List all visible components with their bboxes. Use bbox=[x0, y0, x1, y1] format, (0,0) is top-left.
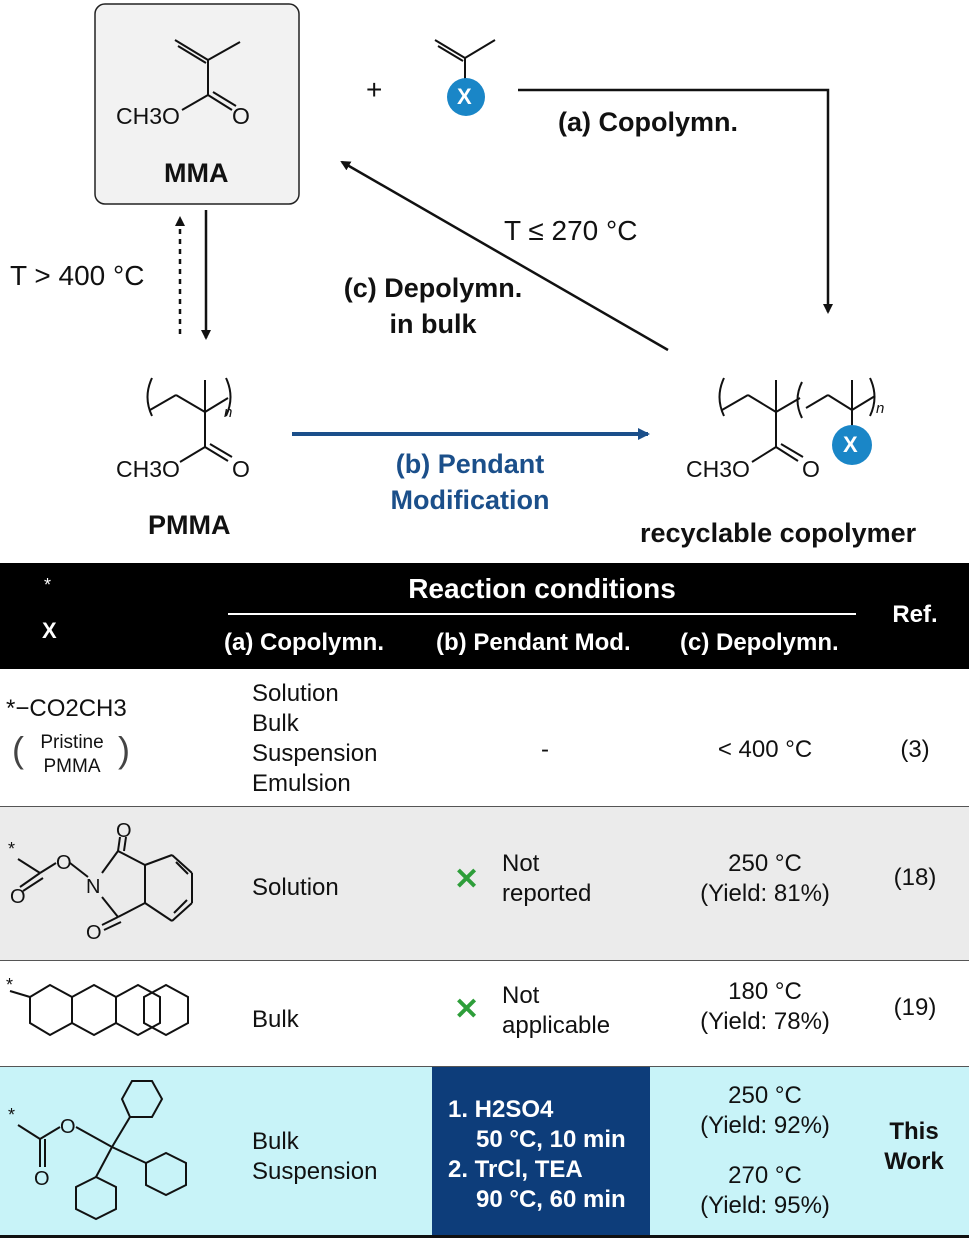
mma-structure bbox=[174, 39, 241, 111]
pmma-ch3o-label: CH3O bbox=[116, 456, 180, 482]
arrow-depolymn bbox=[340, 160, 669, 352]
svg-text:O: O bbox=[60, 1116, 76, 1138]
row1-ref: (3) bbox=[900, 736, 930, 763]
row1-pendant: - bbox=[541, 736, 549, 763]
arrow-depolymn-label: (c) Depolymn. in bulk bbox=[343, 273, 523, 339]
row1-substituent: *−CO2CH3 bbox=[6, 695, 127, 722]
row3-ref: (19) bbox=[893, 994, 937, 1021]
header-reaction-conditions: Reaction conditions bbox=[408, 573, 676, 604]
mma-pmma-temp-label: T > 400 °C bbox=[10, 260, 145, 291]
row3-copolymn: Bulk bbox=[252, 1006, 299, 1033]
svg-text:O: O bbox=[116, 820, 132, 842]
header-col-pendant: (b) Pendant Mod. bbox=[436, 629, 631, 656]
row3-substituent-structure: * bbox=[6, 975, 189, 1037]
svg-text:O: O bbox=[10, 886, 26, 908]
mma-box bbox=[94, 3, 300, 205]
arrow-copolymn bbox=[518, 88, 833, 314]
row1-copolymn: Solution Bulk Suspension Emulsion bbox=[252, 680, 378, 797]
pmma-n-label: n bbox=[224, 404, 233, 421]
table-header: * X Reaction conditions (a) Copolymn. (b… bbox=[0, 563, 969, 669]
row2-ref: (18) bbox=[893, 864, 937, 891]
svg-text:O: O bbox=[56, 852, 72, 874]
header-col-copolymn: (a) Copolymn. bbox=[224, 629, 384, 656]
row4-substituent-structure: * O O bbox=[8, 1080, 187, 1221]
mma-label: MMA bbox=[164, 158, 229, 188]
row4-ref: This Work bbox=[884, 1118, 944, 1175]
row4-pendant: 1. H2SO4 50 °C, 10 min 2. TrCl, TEA 90 °… bbox=[448, 1096, 626, 1213]
x-badge-copolymer-label: X bbox=[843, 432, 858, 457]
pmma-o-label: O bbox=[232, 456, 250, 482]
arrow-pendant-label: (b) Pendant Modification bbox=[390, 449, 550, 515]
table-row: *−CO2CH3 ( Pristine PMMA ) Solution Bulk… bbox=[0, 669, 969, 807]
pmma-label: PMMA bbox=[148, 510, 231, 540]
copolymer-ch3o-label: CH3O bbox=[686, 456, 750, 482]
header-col-ref: Ref. bbox=[892, 601, 938, 628]
row2-cross-icon: ✕ bbox=[454, 863, 480, 896]
svg-text:N: N bbox=[86, 876, 100, 898]
svg-text:O: O bbox=[34, 1168, 50, 1190]
row2-copolymn: Solution bbox=[252, 874, 339, 901]
x-badge-copolymer bbox=[832, 425, 872, 465]
header-divider bbox=[228, 613, 856, 615]
copolymer-n-label: n bbox=[876, 400, 885, 417]
row1-substituent-note: Pristine PMMA bbox=[40, 732, 104, 777]
row3-depolymn: 180 °C (Yield: 78%) bbox=[700, 978, 830, 1035]
row3-cross-icon: ✕ bbox=[454, 993, 480, 1026]
arrow-copolymn-label: (a) Copolymn. bbox=[558, 107, 738, 137]
mma-o-label: O bbox=[232, 103, 250, 129]
row1-depolymn: < 400 °C bbox=[717, 736, 813, 763]
svg-text:*: * bbox=[8, 1105, 15, 1125]
row2-depolymn: 250 °C (Yield: 81%) bbox=[700, 850, 830, 907]
row4-depolymn-a: 250 °C (Yield: 92%) bbox=[700, 1082, 830, 1139]
x-badge-monomer-label: X bbox=[457, 84, 472, 109]
row3-pendant: Not applicable bbox=[502, 982, 611, 1039]
row2-substituent-structure: * O N O O O bbox=[8, 820, 193, 944]
table-row: * Bulk ✕ Not applicable 180 °C (Yield: 7… bbox=[0, 961, 969, 1067]
table-row: * O N O O O Solution ✕ Not reported 250 … bbox=[0, 807, 969, 961]
row4-copolymn: Bulk Suspension bbox=[252, 1128, 378, 1185]
copolymer-structure bbox=[718, 377, 876, 463]
row4-pendant-cell: 1. H2SO4 50 °C, 10 min 2. TrCl, TEA 90 °… bbox=[432, 1067, 650, 1235]
row4-depolymn-b: 270 °C (Yield: 95%) bbox=[700, 1162, 830, 1219]
mma-ch3o-label: CH3O bbox=[116, 103, 180, 129]
copolymer-label: recyclable copolymer bbox=[640, 518, 917, 548]
svg-text:*: * bbox=[8, 839, 15, 859]
pmma-structure bbox=[146, 377, 233, 463]
header-col-depolymn: (c) Depolymn. bbox=[680, 629, 839, 656]
comonomer-structure bbox=[434, 39, 496, 80]
x-badge-table-header-label: X bbox=[42, 618, 57, 643]
plus-sign: + bbox=[366, 74, 383, 105]
depolymn-temp-label: T ≤ 270 °C bbox=[504, 215, 638, 246]
svg-text:*: * bbox=[6, 975, 13, 995]
copolymer-o-label: O bbox=[802, 456, 820, 482]
row2-pendant: Not reported bbox=[502, 850, 592, 907]
svg-text:O: O bbox=[86, 922, 102, 944]
table-row: * O O Bulk Suspension 1. H2SO4 50 °C, 10… bbox=[0, 1067, 969, 1238]
x-badge-monomer bbox=[447, 78, 485, 116]
